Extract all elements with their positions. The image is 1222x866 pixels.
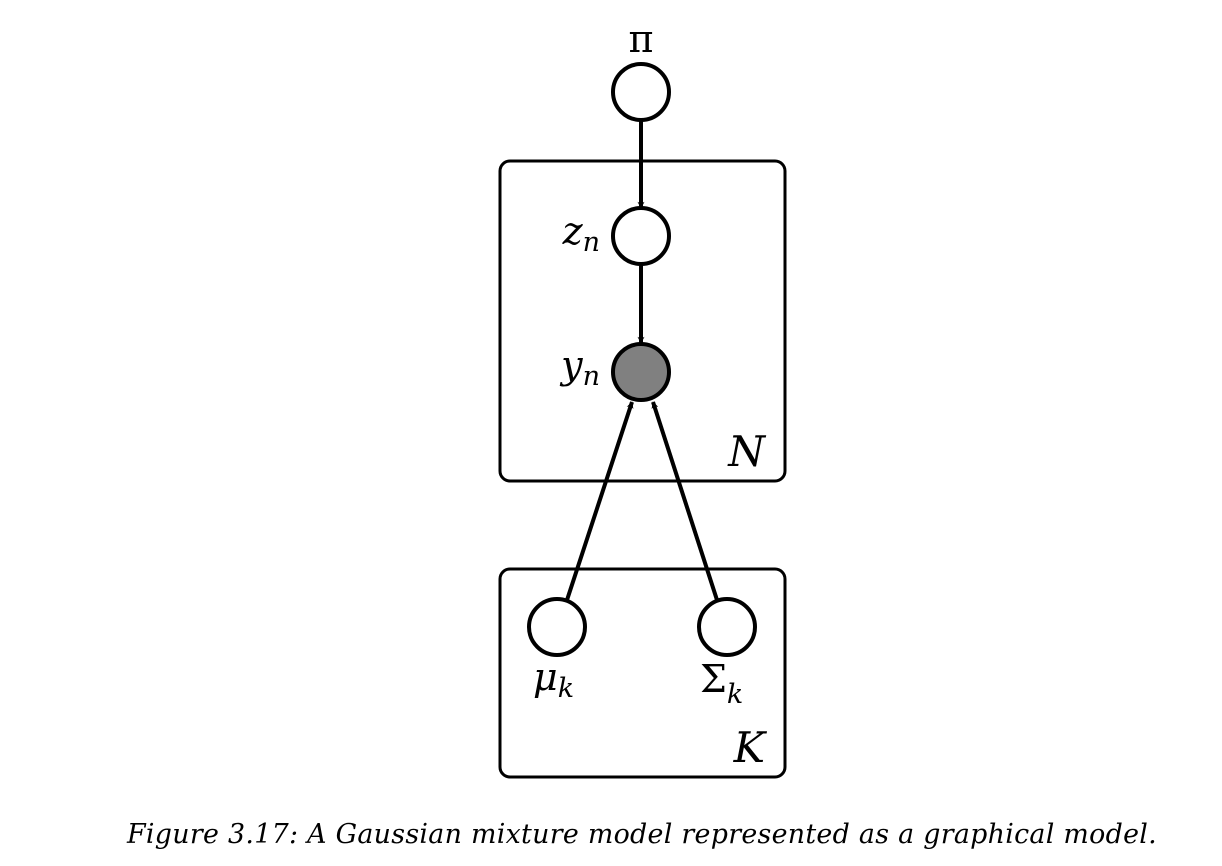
node-z-n [611, 206, 671, 266]
plate-k-label: K [733, 723, 768, 772]
plate-k [498, 567, 787, 779]
edge-sigma-to-y [651, 401, 719, 601]
edge-mu-to-y [565, 401, 634, 601]
node-pi [611, 62, 671, 122]
node-mu-k [527, 597, 587, 657]
node-sigma-k [697, 597, 757, 657]
label-pi: π [629, 17, 654, 61]
figure-caption: Figure 3.17: A Gaussian mixture model re… [126, 819, 1157, 850]
label-y-n: yn [559, 343, 600, 392]
plate-n-label: N [727, 427, 766, 476]
label-z-n: zn [562, 209, 600, 258]
label-sigma-k: Σk [700, 657, 743, 710]
node-y-n-observed [611, 342, 671, 402]
label-mu-k: μk [533, 655, 574, 704]
